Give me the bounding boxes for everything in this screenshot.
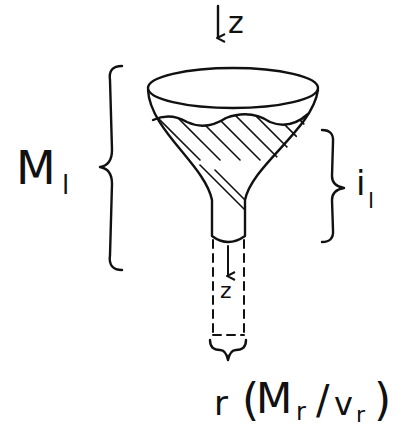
axis-label: z — [220, 280, 232, 302]
stream-label: r — [214, 386, 228, 420]
mass-label: M — [16, 145, 56, 191]
subscript: r — [356, 404, 365, 426]
mass-label: M — [256, 378, 292, 420]
current-label: i — [356, 166, 365, 200]
subscript: r — [296, 400, 306, 424]
subscript: l — [62, 172, 69, 198]
bracket: ) — [374, 378, 391, 422]
subscript: l — [368, 190, 374, 212]
volume-label: v — [334, 388, 353, 420]
slash: / — [316, 380, 329, 420]
axis-label: z — [228, 8, 244, 38]
